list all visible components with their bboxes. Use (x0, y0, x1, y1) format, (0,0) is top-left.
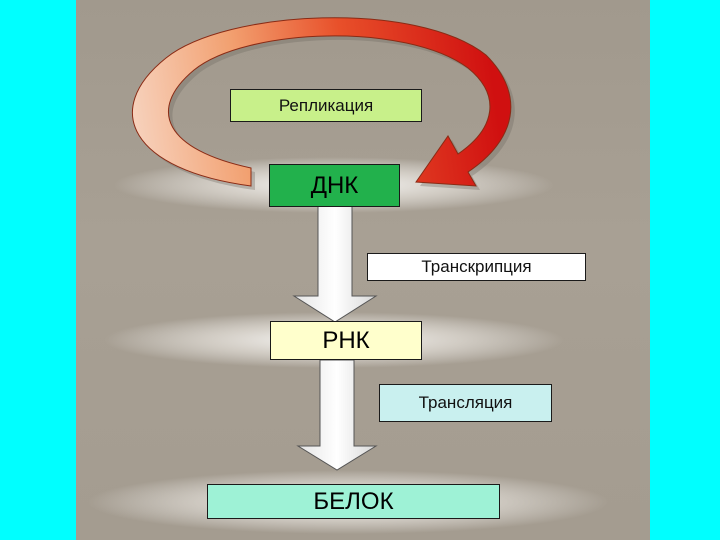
dna-box: ДНК (269, 164, 400, 207)
replication-arrow (131, 17, 512, 187)
rna-box: РНК (270, 321, 422, 360)
transcription-label: Транскрипция (367, 253, 586, 281)
transcription-arrow (292, 205, 378, 323)
translation-label: Трансляция (379, 384, 552, 422)
protein-box: БЕЛОК (207, 484, 500, 519)
translation-arrow (296, 359, 378, 471)
diagram-panel: Репликация ДНК Транскрипция РНК Трансляц… (76, 0, 650, 540)
replication-label: Репликация (230, 89, 422, 122)
